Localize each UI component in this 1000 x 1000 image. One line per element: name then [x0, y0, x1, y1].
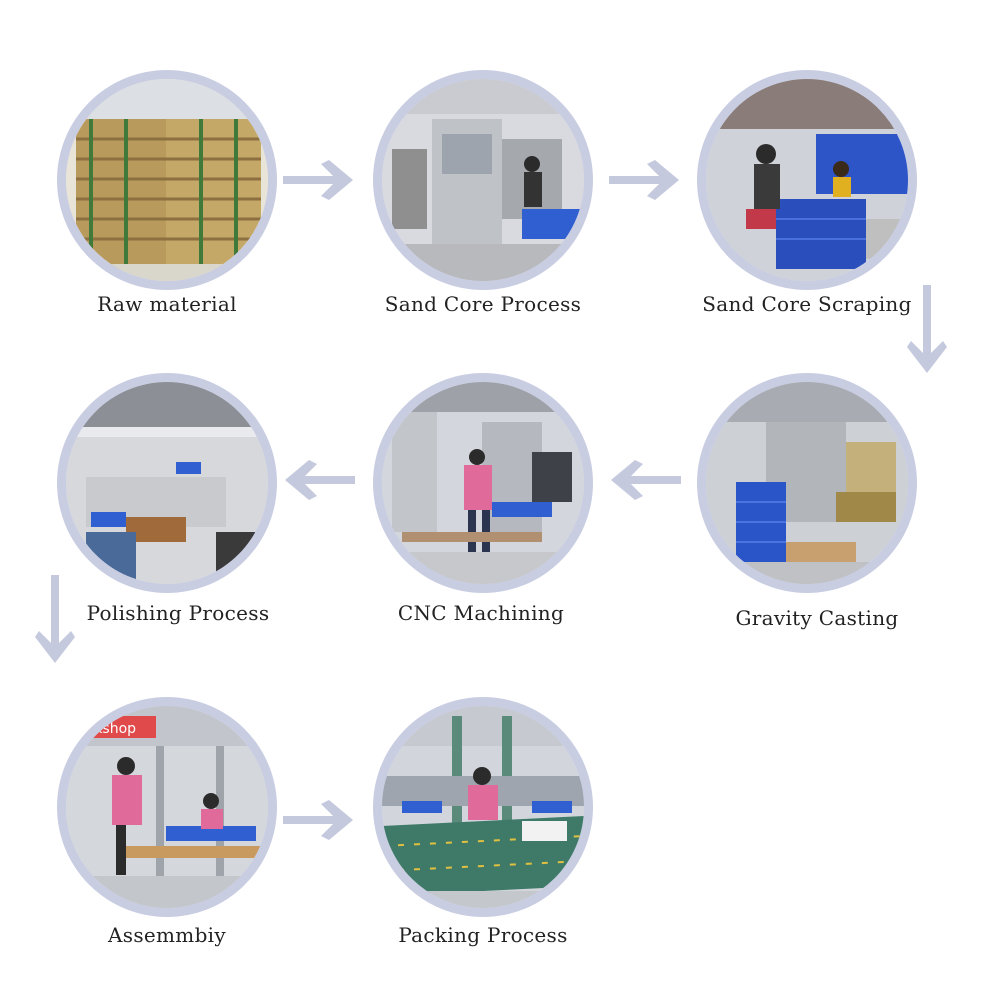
- photo-ring: [57, 373, 277, 593]
- arrow-down: [907, 285, 947, 375]
- arrow-left: [609, 460, 681, 500]
- sand-core-process-photo: [382, 79, 584, 281]
- photo-ring: [373, 373, 593, 593]
- photo-ring: [373, 697, 593, 917]
- step-label: Sand Core Process: [384, 292, 582, 316]
- photo-ring: [373, 70, 593, 290]
- packing-process-photo: [382, 706, 584, 908]
- workshop-sign: orkshop: [80, 721, 136, 737]
- step-gravity-casting: [697, 373, 917, 593]
- step-label: Sand Core Scraping: [702, 292, 912, 316]
- step-label: Polishing Process: [86, 601, 270, 625]
- assembly-photo: orkshop: [66, 706, 268, 908]
- gravity-casting-photo: [706, 382, 908, 584]
- photo-ring: [697, 70, 917, 290]
- step-cnc-machining: [373, 373, 593, 593]
- arrow-right: [609, 160, 681, 200]
- step-label: Packing Process: [398, 923, 568, 947]
- arrow-right: [283, 160, 355, 200]
- polishing-process-photo: [66, 382, 268, 584]
- photo-ring: [57, 70, 277, 290]
- arrow-down: [35, 575, 75, 665]
- step-label: Raw material: [97, 292, 237, 316]
- step-label: Assemmbiy: [108, 923, 226, 947]
- step-label: CNC Machining: [397, 601, 565, 625]
- raw-material-photo: [66, 79, 268, 281]
- step-sand-core-scraping: [697, 70, 917, 290]
- photo-ring: orkshop: [57, 697, 277, 917]
- step-label: Gravity Casting: [735, 606, 899, 630]
- step-polishing-process: [57, 373, 277, 593]
- sand-core-scraping-photo: [706, 79, 908, 281]
- step-packing-process: [373, 697, 593, 917]
- photo-ring: [697, 373, 917, 593]
- step-raw-material: [57, 70, 277, 290]
- cnc-machining-photo: [382, 382, 584, 584]
- arrow-right: [283, 800, 355, 840]
- step-sand-core-process: [373, 70, 593, 290]
- step-assembly: orkshop: [57, 697, 277, 917]
- arrow-left: [283, 460, 355, 500]
